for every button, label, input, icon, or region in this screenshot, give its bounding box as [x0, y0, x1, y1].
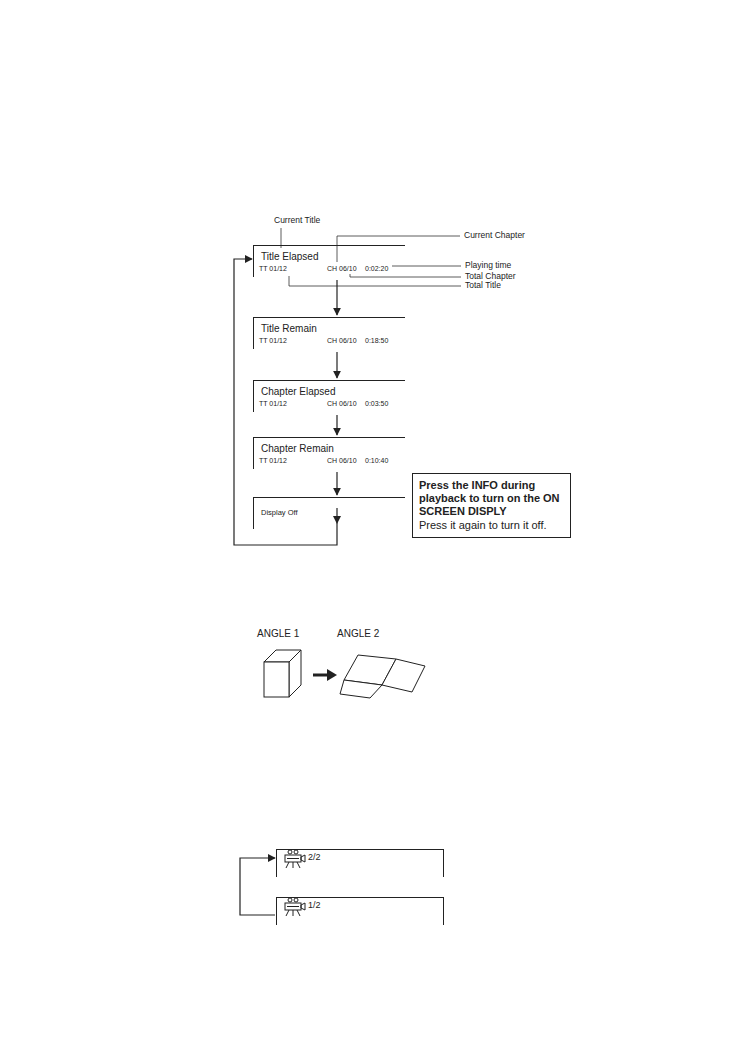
playing-time: 0:02:20	[365, 265, 388, 273]
flow-arrow	[234, 259, 337, 545]
chapter-count: CH 06/10	[327, 457, 357, 465]
note-text: Press it again to turn it off.	[419, 519, 564, 532]
callout-label: Total Chapter	[465, 272, 516, 281]
cube-angle-1	[264, 650, 301, 697]
mode-title: Title Elapsed	[261, 251, 318, 262]
note-box: Press the INFO during playback to turn o…	[412, 473, 571, 538]
chapter-count: CH 06/10	[327, 265, 357, 273]
callout-label: Playing time	[465, 261, 511, 270]
flow-arrow	[336, 352, 337, 378]
chapter-count: CH 06/10	[327, 337, 357, 345]
mode-title: Chapter Remain	[261, 443, 334, 454]
osd-box: 2/2	[276, 849, 444, 877]
osd-box: Title Elapsed TT 01/12 CH 06/10 0:02:20	[253, 245, 405, 277]
title-count: TT 01/12	[259, 337, 287, 345]
title-count: TT 01/12	[259, 457, 287, 465]
leader-line	[392, 266, 461, 267]
osd-box: Display Off	[253, 497, 405, 529]
angle-label: ANGLE 1	[257, 628, 299, 639]
leader-line	[289, 276, 461, 286]
osd-box: 1/2	[276, 897, 444, 925]
osd-box: Chapter Elapsed TT 01/12 CH 06/10 0:03:50	[253, 380, 405, 412]
playing-time: 0:03:50	[365, 400, 388, 408]
flow-arrow	[336, 280, 337, 315]
mode-title: Chapter Elapsed	[261, 386, 336, 397]
loop-start-head	[333, 516, 341, 524]
callout-label: Current Chapter	[464, 231, 525, 240]
title-count: TT 01/12	[259, 265, 287, 273]
camera-icon	[285, 850, 305, 868]
camera-icon	[285, 898, 305, 916]
flow-arrow	[240, 858, 275, 915]
playing-time: 0:18:50	[365, 337, 388, 345]
leader-line	[350, 274, 461, 277]
osd-box: Title Remain TT 01/12 CH 06/10 0:18:50	[253, 317, 405, 349]
title-count: TT 01/12	[259, 400, 287, 408]
angle-label: ANGLE 2	[337, 628, 379, 639]
angle-arrow-head	[327, 669, 337, 681]
flow-arrow	[336, 472, 337, 495]
chapter-count: CH 06/10	[327, 400, 357, 408]
note-text: Press the INFO during playback to turn o…	[419, 479, 564, 519]
angle-count: 1/2	[308, 901, 321, 911]
callout-label: Total Title	[465, 281, 501, 290]
mode-title: Title Remain	[261, 323, 317, 334]
mode-title: Display Off	[261, 509, 298, 517]
callout-label: Current Title	[274, 216, 320, 225]
leader-line	[337, 236, 460, 262]
angle-count: 2/2	[308, 853, 321, 863]
cube-angle-2	[340, 655, 425, 705]
osd-box: Chapter Remain TT 01/12 CH 06/10 0:10:40	[253, 437, 405, 469]
flow-arrow	[336, 415, 337, 435]
playing-time: 0:10:40	[365, 457, 388, 465]
